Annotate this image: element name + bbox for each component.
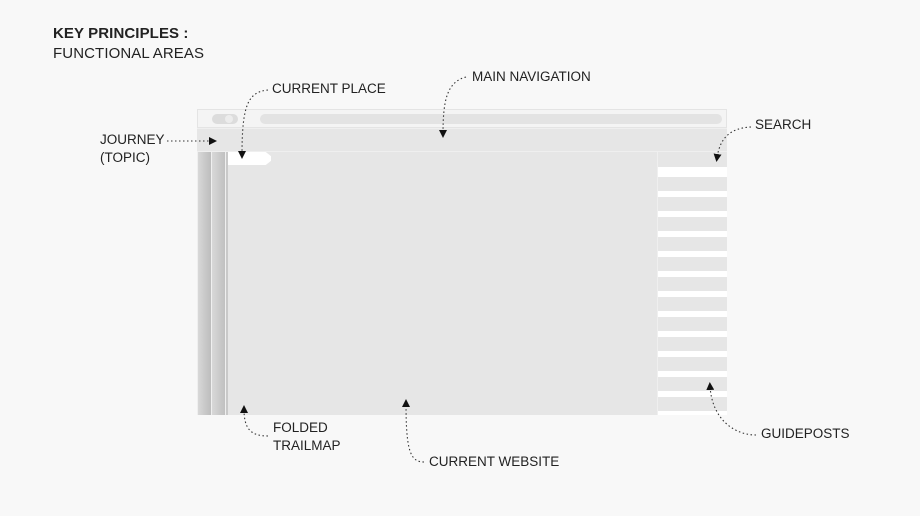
guidepost-item [658, 197, 727, 211]
label-main-navigation: MAIN NAVIGATION [472, 69, 591, 84]
label-guideposts: GUIDEPOSTS [761, 426, 850, 441]
trailmap-fold-1 [198, 152, 211, 415]
window-controls [212, 114, 238, 124]
arrow-current-website [402, 399, 425, 463]
label-journey-line-2: (TOPIC) [100, 150, 150, 165]
main-navigation-bar [270, 129, 727, 151]
journey-strip [197, 129, 270, 151]
guidepost-item [658, 297, 727, 311]
diagram-title: KEY PRINCIPLES : FUNCTIONAL AREAS [53, 24, 204, 64]
guidepost-item [658, 277, 727, 291]
arrow-main-navigation [439, 76, 467, 138]
guidepost-item [658, 257, 727, 271]
arrow-search [713, 126, 752, 162]
guidepost-item [658, 217, 727, 231]
trailmap-fold-3 [226, 152, 271, 415]
url-bar [260, 114, 722, 124]
title-line-1: KEY PRINCIPLES : [53, 25, 189, 42]
arrow-folded-trailmap [240, 405, 269, 437]
guidepost-item [658, 337, 727, 351]
guidepost-item [658, 317, 727, 331]
label-search: SEARCH [755, 117, 812, 132]
browser-chrome [197, 109, 727, 128]
search-box [658, 152, 727, 167]
label-folded-trailmap: FOLDED TRAILMAP [273, 419, 341, 455]
guidepost-item [658, 237, 727, 251]
guideposts-column [658, 152, 727, 415]
trailmap-fold-2 [212, 152, 225, 415]
label-folded-line-2: TRAILMAP [273, 438, 341, 453]
label-current-website: CURRENT WEBSITE [429, 454, 560, 469]
title-line-2: FUNCTIONAL AREAS [53, 45, 205, 62]
browser-wireframe [197, 109, 727, 415]
guidepost-item [658, 357, 727, 371]
current-website-area [271, 152, 657, 415]
label-folded-line-1: FOLDED [273, 420, 328, 435]
guidepost-item [658, 397, 727, 411]
arrow-guideposts [706, 382, 757, 436]
guidepost-item [658, 177, 727, 191]
label-journey: JOURNEY (TOPIC) [100, 131, 165, 167]
label-current-place: CURRENT PLACE [272, 81, 386, 96]
arrow-current-place [238, 89, 269, 159]
label-journey-line-1: JOURNEY [100, 132, 165, 147]
